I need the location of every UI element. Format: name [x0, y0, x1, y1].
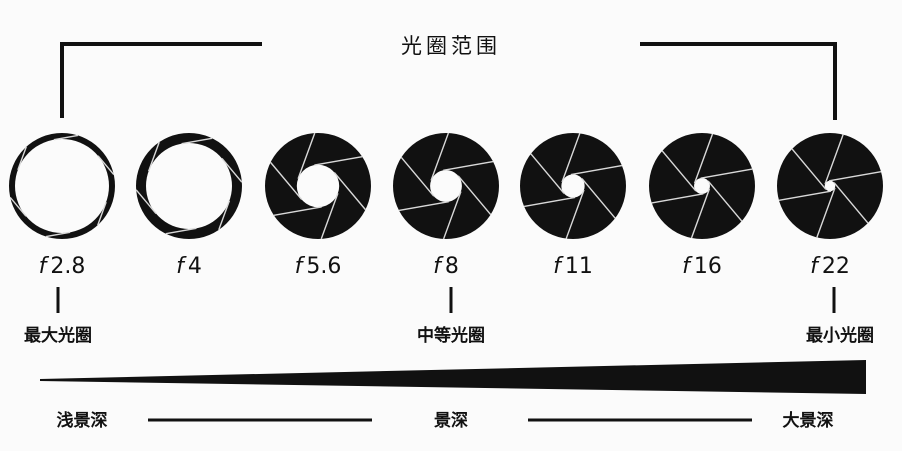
caption-smallest-aperture: 最小光圈	[806, 325, 874, 346]
aperture-blade-edge	[651, 193, 704, 204]
aperture-blade-edge	[707, 180, 743, 222]
range-bracket-left	[60, 42, 262, 118]
f-prefix: f	[39, 254, 50, 279]
aperture-blade-edge	[565, 189, 585, 239]
range-bracket	[60, 42, 837, 120]
aperture-blade-edge	[824, 134, 844, 185]
aperture-blade-edge	[297, 132, 316, 179]
aperture-blade-edge	[778, 190, 832, 202]
caption-largest-aperture: 最大光圈	[24, 325, 92, 346]
f-value: 16	[694, 254, 722, 279]
diagram-title: 光圈范围	[401, 34, 501, 58]
caption-medium-aperture: 中等光圈	[417, 325, 485, 346]
aperture-blade-edge	[45, 231, 71, 238]
aperture-blade-edge	[523, 196, 576, 208]
aperture-opening	[561, 174, 585, 198]
caption-ticks	[56, 287, 836, 313]
aperture-blade-edge	[833, 182, 869, 224]
aperture-opening	[824, 180, 836, 192]
aperture-blade-edge	[181, 137, 213, 145]
aperture-icon	[9, 133, 115, 239]
aperture-blade-edge	[218, 200, 231, 231]
aperture-blade-edge	[457, 175, 492, 216]
f-prefix: f	[433, 254, 444, 279]
f-prefix: f	[553, 254, 564, 279]
f-prefix: f	[176, 254, 187, 279]
f-value: 22	[822, 254, 850, 279]
aperture-icon	[135, 133, 243, 239]
aperture-blade-edge	[398, 200, 449, 212]
aperture-blade-edge	[135, 189, 157, 215]
aperture-blade-edge	[442, 191, 462, 240]
aperture-blade-edge	[270, 161, 303, 201]
label-deep-dof: 大景深	[783, 410, 834, 431]
aperture-icon	[393, 132, 499, 240]
aperture-blade-edge	[97, 155, 115, 176]
aperture-blade-edge	[273, 206, 322, 216]
aperture-icon	[520, 133, 626, 239]
aperture-blade-edge	[530, 153, 565, 194]
label-shallow-dof: 浅景深	[57, 410, 108, 431]
aperture-opening	[15, 139, 109, 233]
aperture-opening	[146, 143, 232, 229]
aperture-blade-edge	[430, 132, 450, 181]
aperture-row	[9, 132, 883, 240]
aperture-blade-edge	[700, 168, 753, 179]
aperture-blade-edge	[570, 164, 623, 176]
f-prefix: f	[682, 254, 693, 279]
aperture-icon	[777, 133, 883, 239]
aperture-blade-edge	[690, 188, 711, 239]
aperture-blade-edge	[17, 146, 27, 171]
aperture-blade-edge	[97, 201, 107, 226]
aperture-blade-edge	[443, 160, 494, 172]
aperture-blade-edge	[333, 171, 366, 211]
aperture-icon	[265, 132, 371, 240]
f-value: 5.6	[306, 254, 341, 279]
aperture-blade-edge	[314, 156, 363, 166]
aperture-blade-edge	[221, 157, 243, 183]
aperture-blade-edge	[9, 196, 27, 217]
aperture-blade-edge	[53, 134, 79, 141]
aperture-blade-edge	[816, 187, 836, 238]
f-prefix: f	[295, 254, 306, 279]
f-value: 2.8	[50, 254, 85, 279]
aperture-blade-edge	[661, 150, 697, 192]
f-value: 8	[445, 254, 459, 279]
label-dof: 景深	[434, 410, 468, 431]
aperture-blade-edge	[828, 170, 882, 182]
f-prefix: f	[810, 254, 821, 279]
aperture-blade-edge	[320, 193, 339, 240]
aperture-opening	[694, 178, 710, 194]
f-value: 11	[565, 254, 593, 279]
aperture-blade-edge	[693, 133, 714, 184]
aperture-blade-edge	[165, 227, 197, 235]
aperture-blade-edge	[791, 148, 827, 190]
depth-wedge	[40, 360, 866, 394]
aperture-blade-edge	[581, 178, 616, 219]
aperture-opening	[430, 170, 462, 202]
aperture-blade-edge	[147, 141, 160, 172]
f-value: 4	[188, 254, 202, 279]
aperture-blade-edge	[400, 156, 435, 197]
aperture-icon	[649, 133, 755, 239]
aperture-blade-edge	[561, 133, 581, 183]
aperture-opening	[296, 164, 340, 208]
range-bracket-right	[640, 42, 837, 120]
